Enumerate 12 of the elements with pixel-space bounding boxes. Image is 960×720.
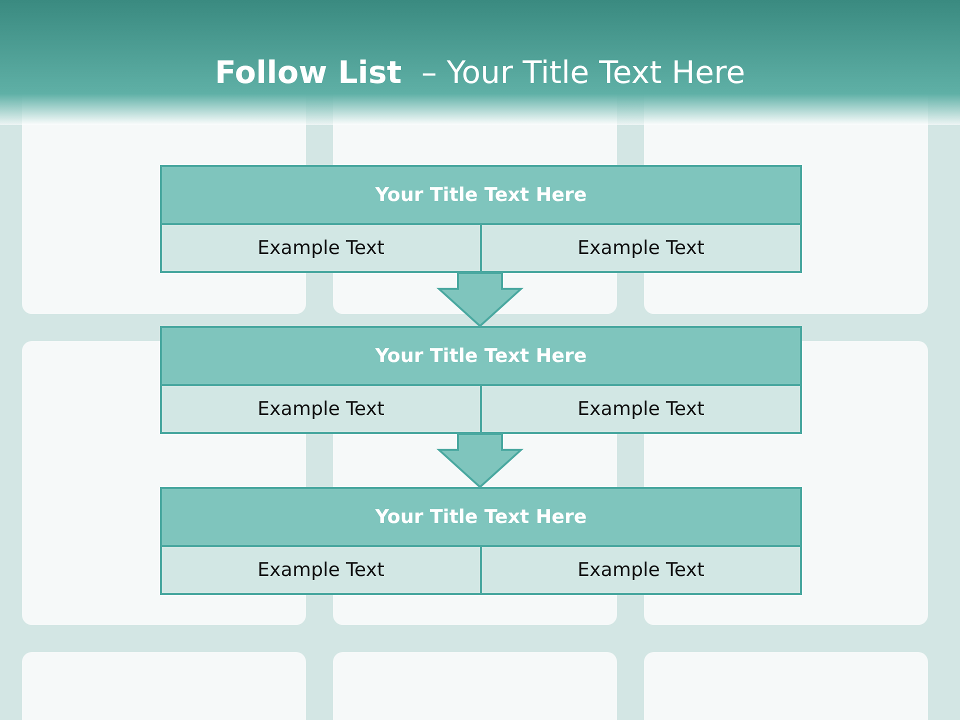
text-cell: Example Text <box>482 547 800 593</box>
slide-title: Follow List – Your Title Text Here <box>214 55 746 91</box>
list-block <box>160 326 802 434</box>
list-block <box>160 487 802 595</box>
text-cell: Example Text <box>482 225 800 271</box>
text-cell: Example Text <box>162 386 482 432</box>
text-cell: Example Text <box>162 225 482 271</box>
list-block <box>160 165 802 273</box>
block-arrow <box>436 272 524 328</box>
text-cell: Example Text <box>162 547 482 593</box>
block-arrow <box>436 433 524 488</box>
text-cell: Example Text <box>482 386 800 432</box>
